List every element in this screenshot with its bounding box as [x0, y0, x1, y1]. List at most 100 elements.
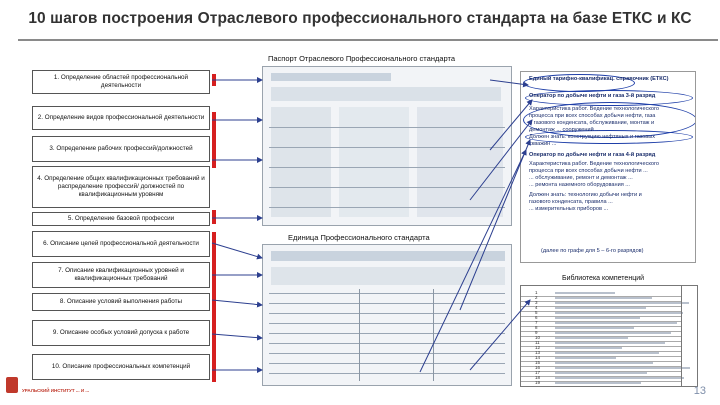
etks-line: процесса при всех способах добычи нефти … — [529, 168, 648, 174]
etks-line: ... ремонта наземного оборудования ... — [529, 182, 630, 188]
etks-header: Единый тарифно-квалификац. справочник (Е… — [529, 76, 669, 82]
library-row-number: 14 — [535, 355, 541, 360]
etks-line: демонтаж ... сооружений ... — [529, 127, 600, 133]
library-row-number: 13 — [535, 350, 541, 355]
library-row: 2 — [521, 295, 681, 302]
red-bracket-bar — [212, 74, 216, 86]
library-row: 15 — [521, 360, 681, 367]
library-row-number: 10 — [535, 335, 541, 340]
library-row-number: 11 — [535, 340, 540, 345]
passport-document-image — [262, 66, 512, 226]
etks-line: ... измерительных приборов ... — [529, 206, 609, 212]
library-row-text — [555, 302, 689, 304]
library-row-number: 15 — [535, 360, 541, 365]
red-bracket-bar — [212, 232, 216, 382]
library-row-text — [555, 362, 653, 364]
library-row-text — [555, 382, 641, 384]
library-row: 10 — [521, 335, 681, 342]
step-box-5: 5. Определение базовой профессии — [32, 212, 210, 226]
library-row-text — [555, 377, 684, 379]
library-row-text — [555, 317, 640, 319]
step-box-3: 3. Определение рабочих профессий/должнос… — [32, 136, 210, 162]
library-row-number: 3 — [535, 300, 538, 305]
library-row-text — [555, 367, 690, 369]
logo-caption: УРАЛЬСКИЙ ИНСТИТУТ ... И ... — [22, 388, 90, 393]
library-row-number: 5 — [535, 310, 538, 315]
etks-line: (далее по графе для 5 – 6-го разрядов) — [541, 248, 644, 254]
step-box-6: 6. Описание целей профессиональной деяте… — [32, 231, 210, 257]
library-row: 5 — [521, 310, 683, 317]
library-row-number: 2 — [535, 295, 538, 300]
step-box-4: 4. Определение общих квалификационных тр… — [32, 166, 210, 208]
etks-line: процесса при всех способах добычи нефти,… — [529, 113, 656, 119]
institute-logo — [6, 377, 18, 393]
step-label: 7. Описание квалификационных уровней и к… — [58, 267, 184, 282]
library-label: Библиотека компетенций — [562, 275, 645, 282]
library-row: 17 — [521, 370, 681, 377]
library-row-number: 9 — [535, 330, 538, 335]
library-row-number: 1 — [535, 290, 538, 295]
library-row-number: 18 — [535, 375, 541, 380]
etks-excerpt: Единый тарифно-квалификац. справочник (Е… — [520, 71, 696, 263]
library-row-number: 6 — [535, 315, 538, 320]
step-label: 8. Описание условий выполнения работы — [59, 298, 183, 305]
etks-line: ... обслуживание, ремонт и демонтаж ... — [529, 175, 633, 181]
library-row: 4 — [521, 305, 681, 312]
step-label: 9. Описание особых условий допуска к раб… — [52, 329, 190, 336]
library-row-text — [555, 312, 683, 314]
library-row-number: 8 — [535, 325, 538, 330]
library-row: 14 — [521, 355, 681, 362]
library-row-number: 16 — [535, 365, 541, 370]
library-row-text — [555, 322, 677, 324]
red-bracket-bar — [212, 210, 216, 224]
library-row-text — [555, 297, 652, 299]
etks-line: и газового конденсата, обслуживание, мон… — [529, 120, 655, 126]
step-box-7: 7. Описание квалификационных уровней и к… — [32, 262, 210, 288]
library-row-number: 12 — [535, 345, 541, 350]
step-label: 6. Описание целей профессиональной деяте… — [43, 240, 199, 247]
step-label: 1. Определение областей профессиональной… — [53, 74, 189, 89]
etks-line: Оператор по добыче нефти и газа 4-й разр… — [529, 152, 656, 158]
step-box-2: 2. Определение видов профессиональной де… — [32, 106, 210, 130]
passport-label: Паспорт Отраслевого Профессионального ст… — [268, 54, 456, 63]
library-side-column — [681, 286, 697, 386]
step-label: 2. Определение видов профессиональной де… — [37, 114, 205, 121]
library-row: 7 — [521, 320, 681, 327]
title-divider — [18, 39, 718, 41]
step-label: 3. Определение рабочих профессий/должнос… — [49, 145, 193, 152]
library-row: 16 — [521, 365, 690, 372]
library-row: 13 — [521, 350, 681, 357]
library-row-text — [555, 342, 665, 344]
library-row: 8 — [521, 325, 681, 332]
page-number: 13 — [693, 385, 706, 397]
library-row-number: 19 — [535, 380, 541, 385]
etks-line: Характеристика работ. Ведение технологич… — [529, 161, 660, 167]
etks-line: Оператор по добыче нефти и газа 3-й разр… — [529, 93, 656, 99]
library-row: 11 — [521, 340, 681, 347]
red-bracket-bar — [212, 112, 216, 168]
library-row-number: 7 — [535, 320, 538, 325]
library-row-text — [555, 352, 659, 354]
library-row: 18 — [521, 375, 684, 382]
unit-label: Единица Профессионального стандарта — [288, 233, 430, 242]
step-box-9: 9. Описание особых условий допуска к раб… — [32, 320, 210, 346]
library-row-text — [555, 357, 616, 359]
slide-title: 10 шагов построения Отраслевого професси… — [28, 10, 692, 27]
library-row: 9 — [521, 330, 681, 337]
library-row-number: 4 — [535, 305, 538, 310]
etks-line: Должен знать: технологию добычи нефти и — [529, 192, 642, 198]
library-row-text — [555, 327, 634, 329]
library-row-text — [555, 292, 615, 294]
step-box-1: 1. Определение областей профессиональной… — [32, 70, 210, 94]
step-label: 5. Определение базовой профессии — [67, 215, 175, 222]
library-row-text — [555, 347, 622, 349]
library-row-text — [555, 332, 671, 334]
etks-line: газового конденсата, правила ... — [529, 199, 613, 205]
etks-line: скважин ... — [529, 141, 557, 147]
library-row: 3 — [521, 300, 689, 307]
library-row: 12 — [521, 345, 681, 352]
step-box-8: 8. Описание условий выполнения работы — [32, 293, 210, 311]
etks-line: Должен знать: конструкцию нефтяных и газ… — [529, 134, 656, 140]
library-row: 1 — [521, 290, 681, 297]
